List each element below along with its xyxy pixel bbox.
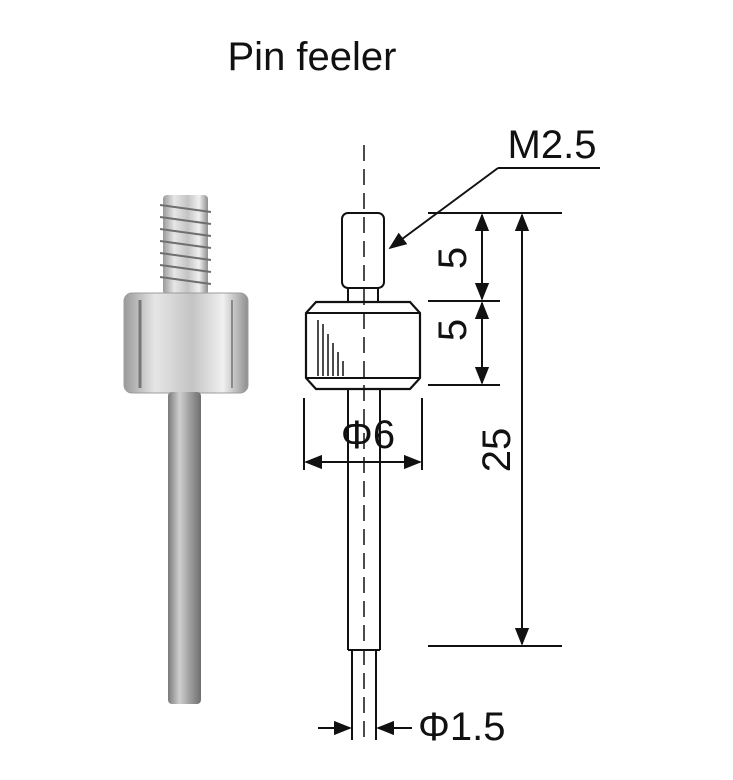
total-length-label: 25 [475,428,519,473]
knurl-hatching-icon [317,320,344,376]
technical-drawing [303,145,600,740]
head-outline [304,300,422,391]
pin-shaft [168,392,201,704]
thread-outline [341,212,385,289]
knurled-head [123,292,249,394]
head-length-label: 5 [431,319,475,341]
thread-ridges-icon [159,204,212,285]
page-title: Pin feeler [228,35,397,79]
thread-size-label: M2.5 [508,123,597,167]
head-diameter-label: Φ6 [341,413,395,457]
pin-diameter-label: Φ1.5 [418,705,506,749]
thread-length-label: 5 [431,247,475,269]
pin-feeler-photo [123,195,249,704]
thread-leader [388,167,499,250]
